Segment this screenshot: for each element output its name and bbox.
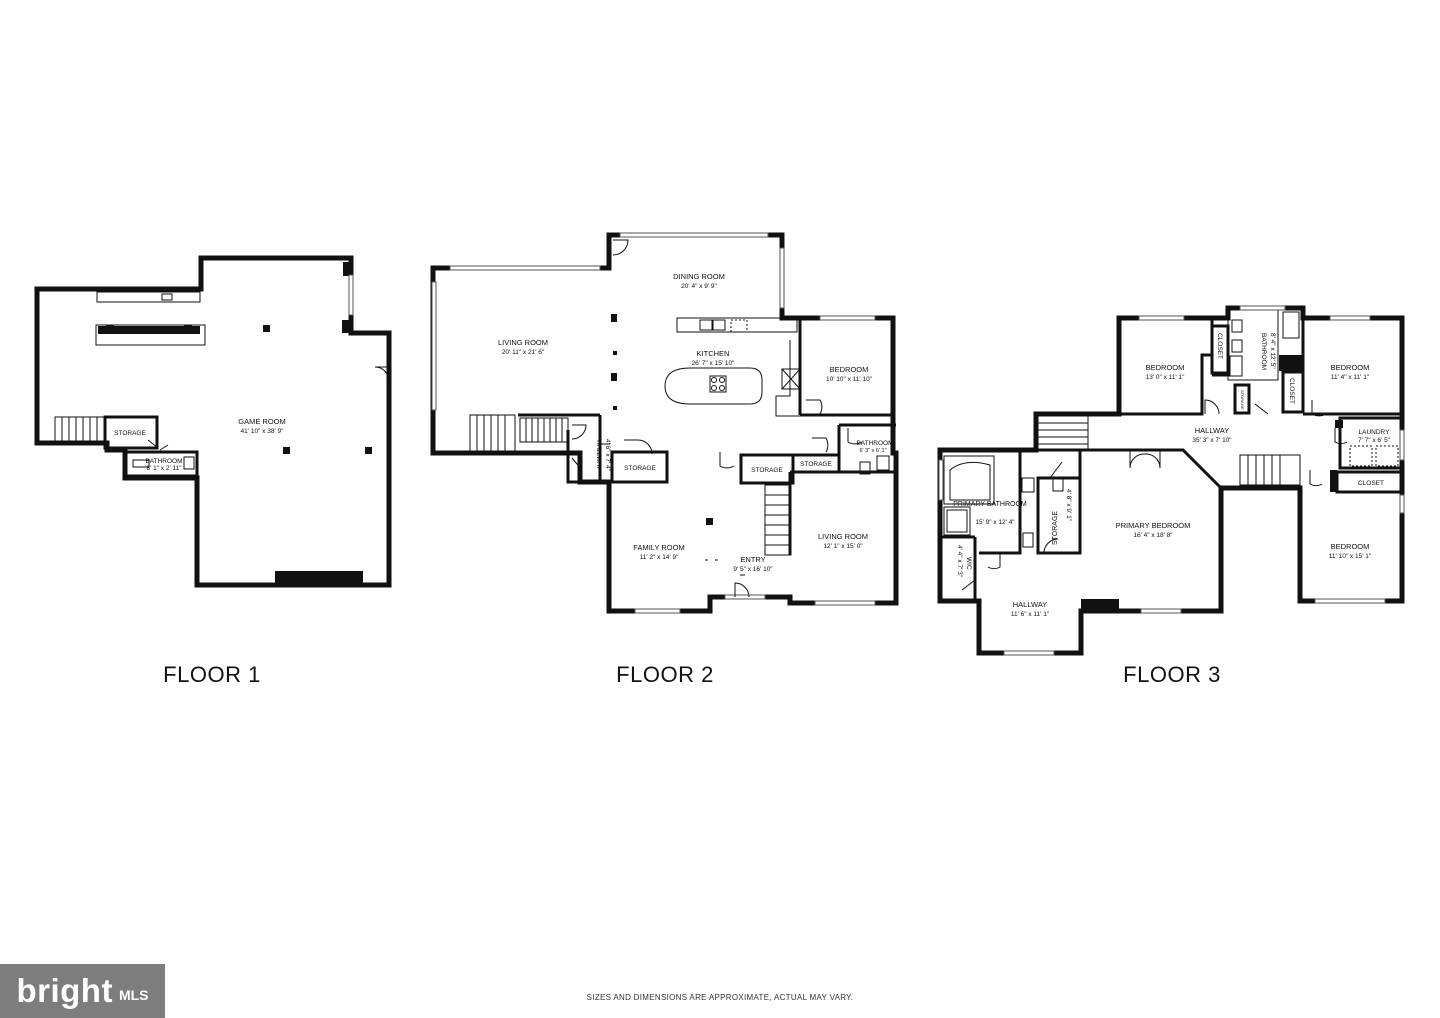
room-name: CLOSET [1358,480,1384,487]
room-dims: 10' 10" x 11' 10" [826,376,873,383]
room-dims: 15' 9" x 12' 4" [975,519,1015,526]
room-dims: 4' 8" x 9' 1" [1065,489,1072,522]
room-dims: 11' 4" x 11' 1" [1331,374,1370,381]
room-dims: 6' 3" x 6' 1" [859,448,886,454]
room-name: STORAGE [751,467,783,474]
floor-3-plan [937,305,1405,656]
disclaimer-text: SIZES AND DIMENSIONS ARE APPROXIMATE, AC… [586,993,854,1002]
room-dims: 35' 3" x 7' 10" [1192,437,1232,444]
room-dims: 7' 7" x 6' 5" [1358,437,1391,444]
room-name: HALLWAY [595,440,602,471]
room-dims: 26' 7" x 15' 10" [692,360,736,367]
room-dims: 11' 10" x 15' 1" [1329,553,1372,560]
room-name: BATHROOM [1260,333,1267,370]
room-name: STORAGE [1052,511,1059,545]
room-name: LAUNDRY [1359,429,1391,436]
room-name: BEDROOM [830,365,869,374]
room-name: HALLWAY [1013,600,1047,609]
room-name: FAMILY ROOM [633,543,684,552]
room-name: CLOSET [1216,333,1223,359]
room-name: LIVING ROOM [818,532,868,541]
room-name: KITCHEN [697,349,730,358]
room-name: STORAGE [1240,390,1245,410]
room-dims: 20' 11" x 21' 6" [502,349,545,356]
floor-1-label: FLOOR 1 [163,662,261,687]
floor-2-plan [430,232,899,614]
room-name: GAME ROOM [238,417,286,426]
room-name: LIVING ROOM [498,338,548,347]
room-name: ENTRY [740,555,765,564]
room-dims: 8' 4" x 12' 5" [1269,333,1276,369]
room-name: WIC [965,557,972,570]
room-dims: 4' 4" x 7' 3" [956,545,963,578]
room-name: BEDROOM [1331,363,1370,372]
room-name: STORAGE [114,430,146,437]
room-dims: 16' 4" x 18' 8" [1133,532,1173,539]
floor-2-label: FLOOR 2 [616,662,714,687]
room-dims: 8' 1" x 2' 11" [146,465,182,472]
room-name: BEDROOM [1146,363,1185,372]
room-dims: 20' 4" x 9' 9" [681,283,717,290]
room-name: STORAGE [624,465,656,472]
room-name: BATHROOM [145,458,182,465]
room-dims: 41' 10" x 38' 9" [241,428,285,435]
room-name: CLOSET [1288,378,1295,404]
bright-mls-logo: bright MLS [0,964,165,1018]
brand-sub: MLS [118,987,149,1003]
room-dims: 4' 6" x 7' 4" [604,439,611,472]
room-name: BEDROOM [1331,542,1370,551]
room-name: STORAGE [800,461,832,468]
room-name: PRIMARY BATHROOM [953,501,1027,508]
floor-3-label: FLOOR 3 [1123,662,1221,687]
room-labels: GAME ROOM 41' 10" x 38' 9" STORAGE BATHR… [114,272,1391,618]
room-dims: 11' 2" x 14' 9" [640,554,679,561]
room-name: HALLWAY [1195,426,1229,435]
room-dims: 12' 1" x 15' 0" [823,543,863,550]
room-dims: 11' 6" x 11' 1" [1011,611,1050,618]
brand-name: bright [16,972,113,1009]
room-name: DINING ROOM [673,272,725,281]
room-name: PRIMARY BEDROOM [1116,521,1191,530]
room-dims: 13' 0" x 11' 1" [1146,374,1185,381]
floor-1-plan [34,255,392,588]
room-name: BATHROOM [856,440,893,447]
room-dims: 9' 5" x 16' 10" [733,566,773,573]
